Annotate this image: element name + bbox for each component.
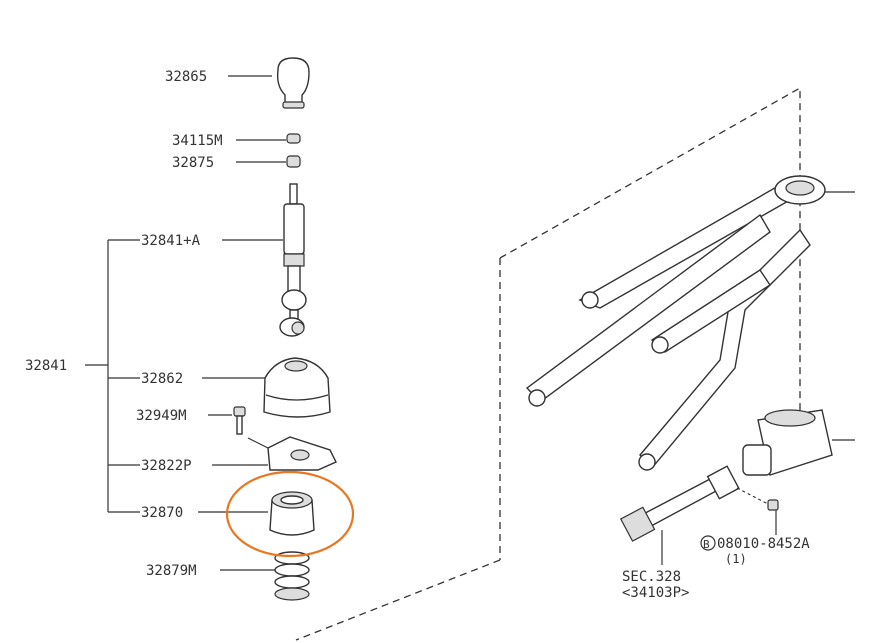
label-32862: 32862 — [141, 371, 183, 387]
linkage-block — [742, 409, 855, 476]
leader-lines — [198, 75, 286, 571]
label-32841: 32841 — [25, 358, 67, 374]
marker-b: B — [703, 538, 710, 551]
label-32875: 32875 — [172, 155, 214, 171]
highlight-circle — [225, 470, 355, 558]
label-34115m: 34115M — [172, 133, 223, 149]
spring-32879m — [274, 551, 310, 601]
shift-rod — [619, 465, 740, 565]
nut-34115m — [286, 133, 301, 144]
label-sec-328: SEC.328 — [622, 569, 681, 585]
shift-linkage — [525, 175, 855, 471]
shift-knob — [276, 57, 310, 109]
plate-link — [247, 437, 269, 449]
bolt-32949m — [233, 406, 246, 435]
assembly-bracket — [85, 239, 140, 513]
label-32870: 32870 — [141, 505, 183, 521]
nut-32875 — [286, 155, 301, 168]
plate-hole — [290, 449, 310, 461]
label-32841a: 32841+A — [141, 233, 201, 249]
boot-32862 — [263, 357, 331, 418]
shift-lever — [279, 183, 307, 337]
label-32822p: 32822P — [141, 458, 192, 474]
label-32879m: 32879M — [146, 563, 197, 579]
section-boundary — [295, 86, 801, 641]
label-32949m: 32949M — [136, 408, 187, 424]
label-08010-8452a: 08010-8452A — [717, 536, 810, 552]
bushing-32870 — [269, 491, 315, 536]
bolt-right — [736, 487, 779, 535]
marker-b-icon — [700, 535, 716, 551]
label-qty: (1) — [725, 552, 747, 566]
label-34103p: <34103P> — [622, 585, 689, 601]
label-32865: 32865 — [165, 69, 207, 85]
